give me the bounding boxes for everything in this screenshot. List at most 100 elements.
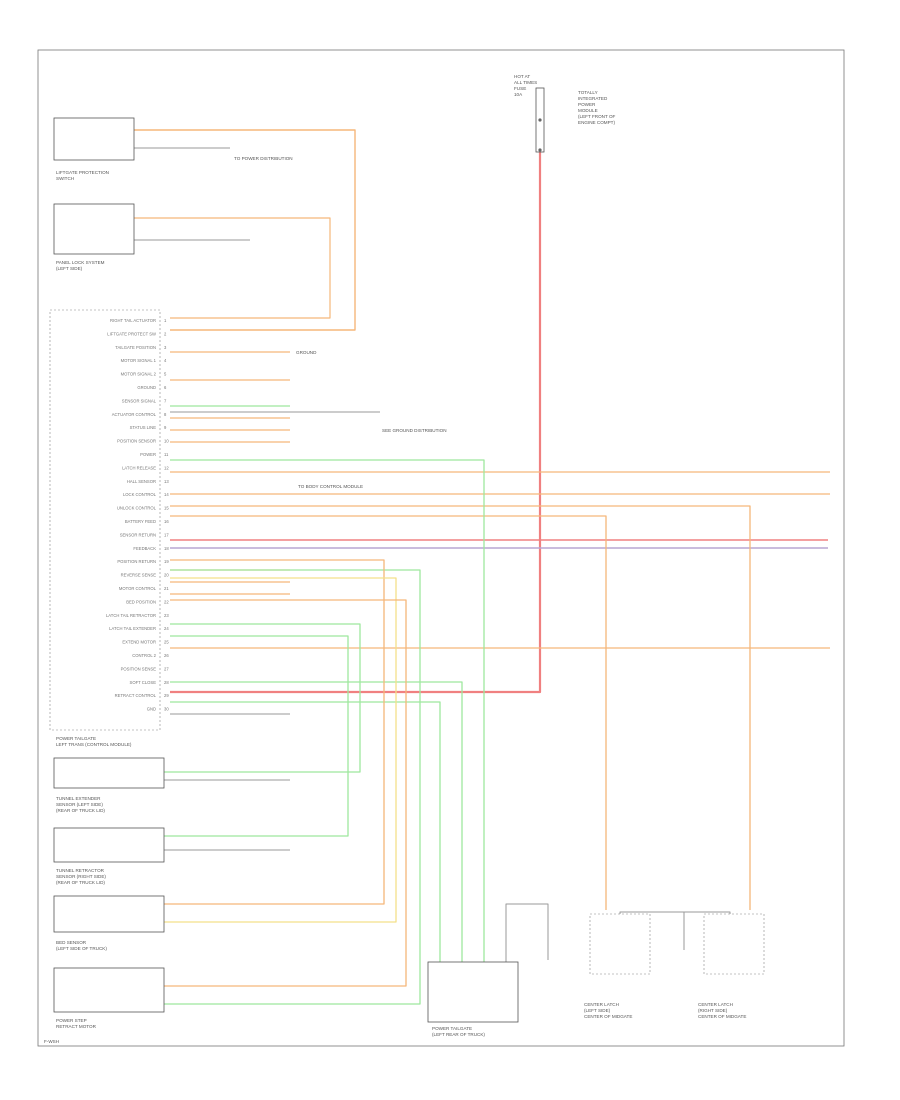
ecu-pin-label: POWER [140, 452, 156, 457]
ecu-pin-label: RIGHT TAIL ACTUATOR [110, 318, 156, 323]
ecu-pin-number: 16 [164, 519, 169, 524]
ecu-pin-label: REVERSE SENSE [121, 573, 157, 578]
bed-sensor-box [53, 895, 165, 933]
ecu-pin-label: ACTUATOR CONTROL [112, 412, 157, 417]
wire-gray [619, 911, 731, 914]
center-lock-right-label: CENTER LATCH [698, 1002, 733, 1007]
wire-green [164, 623, 361, 773]
ecu-pin-number: 9 [164, 425, 167, 430]
callout-label: TO POWER DISTRIBUTION [234, 156, 293, 161]
center-lock-left-label: (LEFT SIDE) [584, 1008, 611, 1013]
ecu-pin-number: 28 [164, 680, 169, 685]
ecu-pin-label: LOCK CONTROL [123, 492, 157, 497]
wire-orange [164, 599, 407, 987]
ecu-pin-number: 11 [164, 452, 169, 457]
component-layer [49, 87, 765, 1023]
ecu-pin-label: RETRACT CONTROL [115, 693, 157, 698]
wire-gray [505, 903, 549, 962]
ecu-pin-number: 23 [164, 613, 169, 618]
ecu-pin-label: MOTOR SIGNAL 1 [121, 358, 157, 363]
ecu-pin-number: 25 [164, 640, 169, 645]
ecu-pin-number: 13 [164, 479, 169, 484]
ecu-pin-label: HALL SENSOR [127, 479, 156, 484]
ecu-pin-number: 5 [164, 372, 167, 377]
ecu-pin-label: TAILGATE POSITION [115, 345, 156, 350]
ecu-pin-number: 4 [164, 358, 167, 363]
panel-lock-switch-box [53, 203, 135, 255]
ecu-pin-label: GND [147, 707, 156, 712]
fuse-label: FUSE [514, 86, 526, 91]
center-lock-left-label: CENTER OF MIDGATE [584, 1014, 632, 1019]
liftgate-switch-label: SWITCH [56, 176, 74, 181]
wire-green [170, 681, 463, 962]
ecu-pin-number: 14 [164, 492, 169, 497]
ecu-pin-label: LATCH TAIL EXTENDER [109, 626, 156, 631]
fuse-note: INTEGRATED [578, 96, 608, 101]
ecu-pin-number: 17 [164, 532, 169, 537]
ecu-pin-label: SENSOR SIGNAL [122, 398, 157, 403]
ecu-pin-label: BATTERY FEED [125, 519, 156, 524]
tailgate-actuator-box [427, 961, 519, 1023]
ecu-pin-number: 8 [164, 412, 167, 417]
ecu-label: LEFT TRANS (CONTROL MODULE) [56, 742, 132, 747]
tunnel-switch-2-label: TUNNEL RETRACTOR [56, 868, 105, 873]
ecu-pin-number: 21 [164, 586, 169, 591]
callout-label: GROUND [296, 350, 317, 355]
wire-green [164, 635, 349, 837]
ecu-pin-number: 7 [164, 398, 167, 403]
fuse-note: (LEFT FRONT OF [578, 114, 616, 119]
ecu-pin-number: 2 [164, 331, 167, 336]
wire-yellow [164, 577, 397, 923]
ecu-pin-number: 15 [164, 506, 169, 511]
wire-orange [164, 559, 385, 905]
tunnel-switch-1-label: TUNNEL EXTENDER [56, 796, 101, 801]
step-motor-label: RETRACT MOTOR [56, 1024, 97, 1029]
ecu-pin-number: 1 [164, 318, 167, 323]
ecu-pin-number: 12 [164, 465, 169, 470]
ecu-label: POWER TAILGATE [56, 736, 96, 741]
callout-label: TO BODY CONTROL MODULE [298, 484, 363, 489]
callout-label: SEE GROUND DISTRIBUTION [382, 428, 447, 433]
center-lock-right-label: CENTER OF MIDGATE [698, 1014, 746, 1019]
ecu-pin-label: LIFTGATE PROTECT SW [107, 331, 156, 336]
fuse-note: TOTALLY [578, 90, 598, 95]
fuse-dot [538, 118, 542, 122]
ecu-pin-label: FEEDBACK [133, 546, 156, 551]
corner-label: F-WSH [44, 1039, 59, 1044]
liftgate-switch-label: LIFTGATE PROTECTION [56, 170, 109, 175]
tailgate-actuator-label: (LEFT REAR OF TRUCK) [432, 1032, 485, 1037]
ecu-pin-label: EXTEND MOTOR [122, 640, 156, 645]
ecu-pin-number: 29 [164, 693, 169, 698]
ecu-pin-number: 22 [164, 599, 169, 604]
tunnel-switch-1-label: (REAR OF TRUCK LID) [56, 808, 105, 813]
ecu-pin-number: 18 [164, 546, 169, 551]
ecu-pin-number: 24 [164, 626, 169, 631]
panel-lock-switch-label: PANEL LOCK SYSTEM [56, 260, 105, 265]
wire-green [164, 569, 421, 1005]
fuse-block [535, 87, 545, 153]
ecu-pin-label: MOTOR SIGNAL 2 [121, 372, 157, 377]
ecu-pin-number: 30 [164, 707, 169, 712]
ecu-pin-label: POSITION RETURN [117, 559, 156, 564]
ecu-pin-label: LATCH RELEASE [122, 465, 156, 470]
fuse-label: ALL TIMES [514, 80, 537, 85]
ecu-pin-label: SENSOR RETURN [120, 532, 156, 537]
fuse-note: POWER [578, 102, 596, 107]
ecu-pin-label: LATCH TAIL RETRACTOR [106, 613, 156, 618]
ecu-pin-number: 10 [164, 439, 169, 444]
tunnel-switch-2-label: (REAR OF TRUCK LID) [56, 880, 105, 885]
fuse-note: ENGINE COMPT) [578, 120, 615, 125]
wire-orange [170, 515, 607, 910]
fuse-dot [538, 148, 542, 152]
bed-sensor-label: BED SENSOR [56, 940, 87, 945]
wire-red [170, 152, 542, 694]
ecu-pin-number: 6 [164, 385, 167, 390]
bed-sensor-label: (LEFT SIDE OF TRUCK) [56, 946, 107, 951]
ecu-pin-label: STATUS LINE [130, 425, 157, 430]
ecu-pin-label: POSITION SENSE [121, 666, 157, 671]
fuse-label: 10A [514, 92, 523, 97]
wire-orange [134, 217, 331, 319]
ecu-pin-label: UNLOCK CONTROL [117, 506, 157, 511]
ecu-pin-label: POSITION SENSOR [117, 439, 156, 444]
